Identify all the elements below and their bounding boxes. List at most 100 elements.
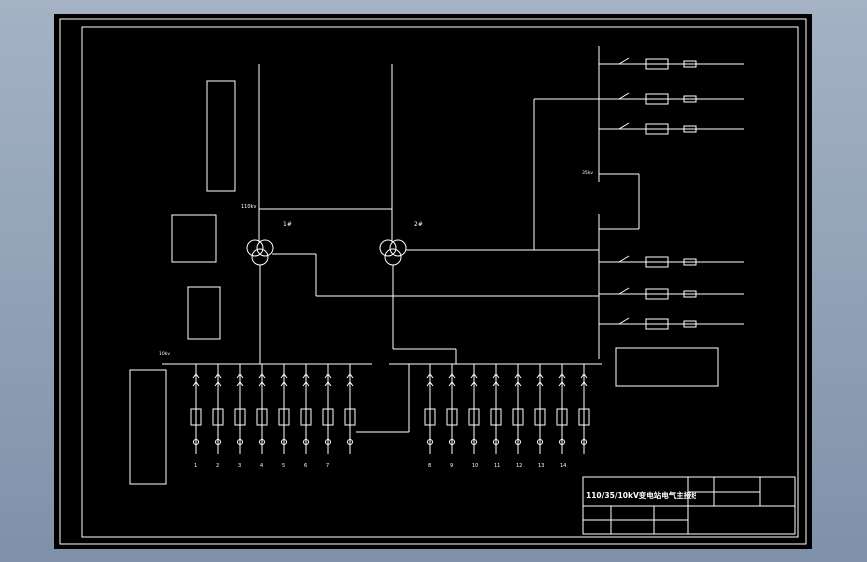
feeder-number: 3 [238,463,241,469]
arrester-icon [683,125,697,133]
current-transformer-icon [645,58,669,70]
feeder-bay [534,364,546,454]
transformer-1: 1# [246,221,292,266]
feeder-number: 12 [516,463,522,469]
current-transformer-icon [300,408,312,426]
feeder-bay [190,364,202,454]
bus-label-35kv: 35kv [582,170,593,176]
inner-frame [81,26,799,538]
feeder-bay [556,364,568,454]
current-transformer-icon [190,408,202,426]
bus-10kv: 10kv [159,351,602,365]
feeder-number: 10 [472,463,478,469]
feeder-bay [468,364,480,454]
cable-head-icon [325,439,331,445]
current-transformer-icon [256,408,268,426]
cable-head-icon [559,439,565,445]
current-transformer-icon [322,408,334,426]
feeder-number: 4 [260,463,263,469]
arrester-icon [683,60,697,68]
cable-head-icon [215,439,221,445]
current-transformer-icon [468,408,480,426]
feeders-10kv [190,364,590,454]
isolator-switch-icon [618,92,630,100]
current-transformer-icon [645,123,669,135]
feeder-35kv-bay [599,287,744,300]
feeder-number: 11 [494,463,500,469]
arrester-icon [683,290,697,298]
drawing-sheet: 110kv 1# 2# 35kv [54,14,812,549]
current-transformer-icon [446,408,458,426]
feeder-bay [234,364,246,454]
feeder-number: 5 [282,463,285,469]
current-transformer-icon [645,256,669,268]
cable-head-icon [471,439,477,445]
feeder-35kv-bay [599,255,744,268]
cable-head-icon [237,439,243,445]
arrester-icon [683,95,697,103]
current-transformer-icon [645,93,669,105]
section-110kv: 110kv [241,64,393,242]
connections-35kv [272,98,599,297]
feeder-number: 8 [428,463,431,469]
transformer-2: 2# [379,221,423,266]
drawing-title: 110/35/10kV变电站电气主接线 [586,491,696,500]
feeder-35kv-bay [599,317,744,330]
main-wiring-diagram: 110kv 1# 2# 35kv [59,18,807,545]
cable-head-icon [281,439,287,445]
connections-10kv [259,265,457,433]
outer-frame [59,18,807,545]
feeder-bay [322,364,334,454]
transformer-1-label: 1# [283,221,292,228]
cable-head-icon [581,439,587,445]
feeder-bay [300,364,312,454]
legend-boxes [129,80,719,485]
current-transformer-icon [424,408,436,426]
feeder-number: 6 [304,463,307,469]
current-transformer-icon [490,408,502,426]
transformer-2-label: 2# [414,221,423,228]
isolator-switch-icon [618,57,630,65]
feeder-bay [212,364,224,454]
arrester-icon [683,258,697,266]
current-transformer-icon [645,318,669,330]
current-transformer-icon [278,408,290,426]
current-transformer-icon [512,408,524,426]
feeder-bay [512,364,524,454]
current-transformer-icon [578,408,590,426]
feeder-number: 2 [216,463,219,469]
bus-label-110kv: 110kv [241,204,256,210]
title-block [582,476,796,535]
cable-head-icon [449,439,455,445]
bus-35kv: 35kv [582,46,640,359]
isolator-switch-icon [618,287,630,295]
feeder-number: 7 [326,463,329,469]
current-transformer-icon [534,408,546,426]
feeder-bay [344,364,356,454]
current-transformer-icon [645,288,669,300]
current-transformer-icon [234,408,246,426]
feeder-35kv-bay [599,92,744,105]
cable-head-icon [303,439,309,445]
feeder-bay [578,364,590,454]
feeder-bay [256,364,268,454]
feeder-number: 9 [450,463,453,469]
feeder-number: 13 [538,463,544,469]
cable-head-icon [427,439,433,445]
current-transformer-icon [556,408,568,426]
cable-head-icon [347,439,353,445]
power-transformer-icon [246,239,264,257]
feeder-bay [424,364,436,454]
feeder-number: 14 [560,463,566,469]
feeder-bay [490,364,502,454]
isolator-switch-icon [618,255,630,263]
cable-head-icon [537,439,543,445]
isolator-switch-icon [618,317,630,325]
cable-head-icon [515,439,521,445]
current-transformer-icon [212,408,224,426]
cable-head-icon [259,439,265,445]
feeder-bay [278,364,290,454]
power-transformer-icon [379,239,397,257]
isolator-switch-icon [618,122,630,130]
